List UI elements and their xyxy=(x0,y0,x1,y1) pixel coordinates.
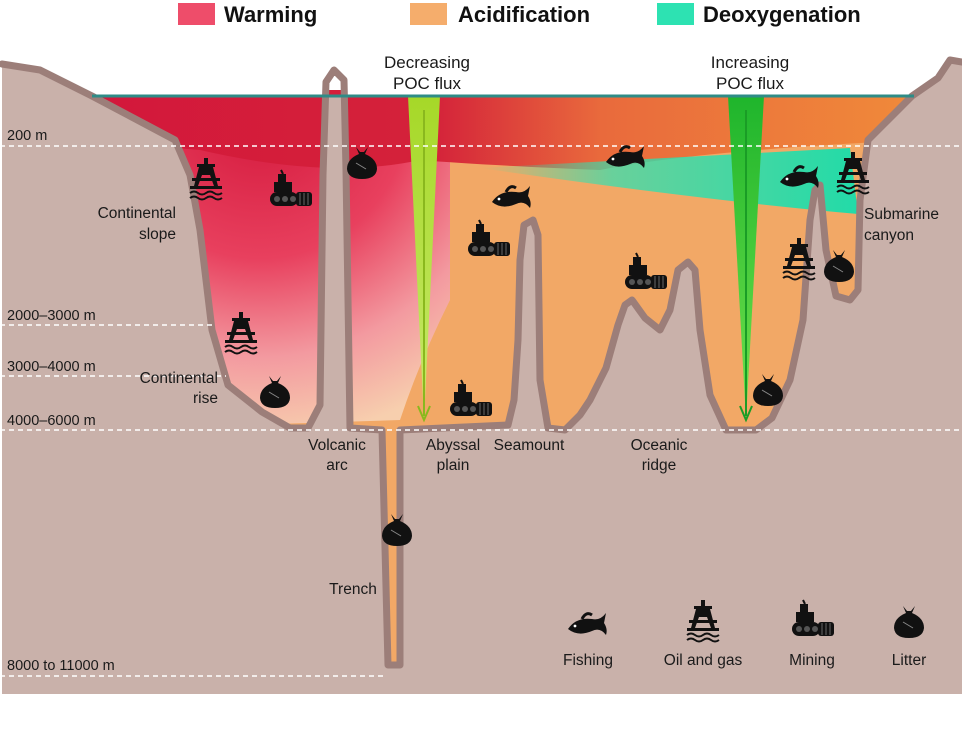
legend-swatch-deoxygenation xyxy=(657,3,694,25)
activity-key: Fishing Oil and gas Mining Litter xyxy=(563,599,926,669)
label-abyssal-plain-1: Abyssal xyxy=(426,437,480,454)
seabed-outline xyxy=(0,56,962,669)
legend-swatch-acidification xyxy=(410,3,447,25)
label-continental-slope-2: slope xyxy=(139,226,176,243)
increasing-flux-label-line1: Increasing xyxy=(711,53,789,72)
decreasing-poc-flux-arrow xyxy=(417,110,431,423)
label-submarine-canyon-1: Submarine xyxy=(864,206,939,223)
label-oceanic-ridge-2: ridge xyxy=(642,457,676,474)
key-label-mining: Mining xyxy=(789,652,835,669)
legend-swatch-warming xyxy=(178,3,215,25)
increasing-poc-flux-arrow xyxy=(739,110,753,423)
deoxygenation-zone xyxy=(480,148,858,214)
label-seamount: Seamount xyxy=(494,437,565,454)
surface-warming-band xyxy=(92,90,912,170)
label-abyssal-plain-2: plain xyxy=(437,457,470,474)
label-volcanic-arc-1: Volcanic xyxy=(308,437,366,454)
key-label-oil-and-gas: Oil and gas xyxy=(664,652,743,669)
key-label-litter: Litter xyxy=(892,652,926,669)
label-volcanic-arc-2: arc xyxy=(326,457,348,474)
legend-label-acidification: Acidification xyxy=(458,2,590,27)
label-continental-rise-1: Continental xyxy=(140,370,218,387)
label-submarine-canyon-2: canyon xyxy=(864,227,914,244)
depth-label-8000-11000: 8000 to 11000 m xyxy=(7,658,115,674)
depth-label-3000-4000: 3000–4000 m xyxy=(7,359,96,375)
depth-label-2000-3000: 2000–3000 m xyxy=(7,308,96,324)
decreasing-flux-label-line1: Decreasing xyxy=(384,53,470,72)
label-continental-rise-2: rise xyxy=(193,390,218,407)
key-label-fishing: Fishing xyxy=(563,652,613,669)
legend-label-deoxygenation: Deoxygenation xyxy=(703,2,861,27)
legend-label-warming: Warming xyxy=(224,2,317,27)
legend: Warming Acidification Deoxygenation xyxy=(178,2,861,27)
label-continental-slope-1: Continental xyxy=(98,205,176,222)
label-oceanic-ridge-1: Oceanic xyxy=(631,437,688,454)
label-trench: Trench xyxy=(329,581,377,598)
depth-label-4000-6000: 4000–6000 m xyxy=(7,413,96,429)
increasing-flux-label-line2: POC flux xyxy=(716,74,785,93)
decreasing-flux-label-line2: POC flux xyxy=(393,74,462,93)
depth-label-200: 200 m xyxy=(7,128,47,144)
